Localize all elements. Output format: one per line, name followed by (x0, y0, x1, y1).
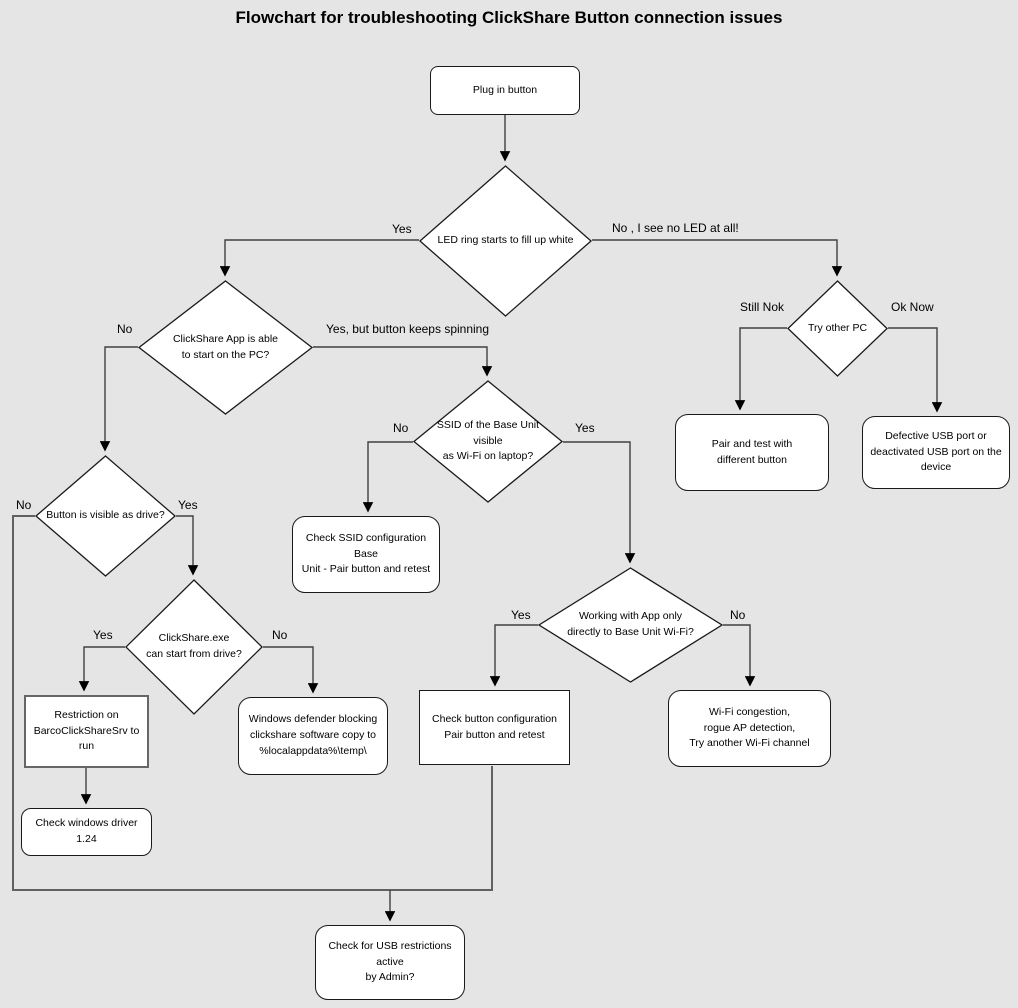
connector-ssid-ssidcfg (362, 441, 413, 513)
process-wifi-congestion-label: Wi-Fi congestion, rogue AP detection, Tr… (689, 705, 810, 750)
edge-label-app-yes-spinning: Yes, but button keeps spinning (326, 322, 490, 336)
edge-label-apponly-yes: Yes (511, 608, 531, 622)
edge-label-apponly-no: No (730, 608, 746, 622)
decision-clickshare-exe-starts: ClickShare.exe can start from drive? (125, 579, 263, 715)
diamond-shape (419, 165, 592, 317)
process-restriction-label: Restriction on BarcoClickShareSrv to run (33, 708, 140, 753)
process-defender-label: Windows defender blocking clickshare sof… (248, 713, 378, 757)
diamond-shape (137, 280, 314, 415)
decision-working-with-app-only: Working with App only directly to Base U… (537, 567, 724, 683)
process-pair-and-test-label: Pair and test with different button (711, 437, 793, 466)
process-check-button-config-label: Check button configuration Pair button a… (432, 712, 557, 741)
edge-label-led-yes: Yes (392, 222, 412, 236)
connector-trypc-pair (734, 327, 787, 411)
edge-label-led-no: No , I see no LED at all! (612, 221, 739, 235)
process-defective-usb-port: Defective USB port or deactivated USB po… (862, 416, 1010, 489)
process-defective-usb-label: Defective USB port or deactivated USB po… (870, 429, 1002, 474)
edge-label-visible-no: No (16, 498, 32, 512)
decision-clickshare-app-starts: ClickShare App is able to start on the P… (137, 280, 314, 415)
edge-label-ssid-yes: Yes (575, 421, 595, 435)
diamond-shape (412, 380, 564, 503)
connector-exe-restrict (78, 646, 125, 692)
decision-led-ring-label: LED ring starts to fill up white (437, 234, 574, 247)
process-check-usb-restrictions: Check for USB restrictions active by Adm… (315, 925, 465, 1000)
process-pair-and-test: Pair and test with different button (675, 414, 829, 491)
edge-label-ok-now: Ok Now (891, 300, 934, 314)
process-check-ssid-config: Check SSID configuration Base Unit - Pai… (292, 516, 440, 593)
process-check-windows-driver: Check windows driver 1.24 (21, 808, 152, 856)
decision-try-other-pc-label: Try other PC (807, 321, 868, 334)
edge-label-still-nok: Still Nok (740, 300, 785, 314)
diamond-shape (537, 567, 724, 683)
edge-label-exe-no: No (272, 628, 288, 642)
connector-ssid-apponly (563, 441, 636, 564)
connector-app-visible (99, 346, 138, 452)
edge-label-visible-yes: Yes (178, 498, 198, 512)
diamond-shape (35, 455, 176, 577)
connector-exe-defender (263, 646, 319, 694)
connector-app-ssid (313, 346, 493, 377)
decision-ssid-visible: SSID of the Base Unit visible as Wi-Fi o… (412, 380, 564, 503)
process-check-ssid-label: Check SSID configuration Base Unit - Pai… (301, 531, 431, 576)
edge-label-app-no: No (117, 322, 133, 336)
start-node-label: Plug in button (472, 83, 538, 96)
connector-led-trypc (592, 239, 843, 277)
connector-visible-exe (176, 515, 199, 576)
start-node-plug-in-button: Plug in button (430, 66, 580, 115)
process-restriction-barcoclicksharesrv: Restriction on BarcoClickShareSrv to run (24, 695, 149, 768)
decision-button-visible-as-drive: Button is visible as drive? (35, 455, 176, 577)
edge-label-ssid-no: No (393, 421, 409, 435)
process-check-driver-label: Check windows driver 1.24 (35, 817, 138, 845)
connector-trypc-defective (888, 327, 943, 413)
process-check-button-config: Check button configuration Pair button a… (419, 690, 570, 765)
connector-apponly-wifi (723, 624, 756, 687)
page-title: Flowchart for troubleshooting ClickShare… (235, 8, 783, 27)
connector-led-app (219, 239, 419, 277)
decision-ssid-visible-label: SSID of the Base Unit visible as Wi-Fi o… (436, 418, 540, 463)
decision-try-other-pc: Try other PC (787, 280, 888, 377)
process-wifi-congestion: Wi-Fi congestion, rogue AP detection, Tr… (668, 690, 831, 767)
decision-clickshare-exe-label: ClickShare.exe can start from drive? (146, 632, 242, 660)
connector-apponly-btncfg (489, 624, 538, 687)
diamond-shape (787, 280, 888, 377)
decision-working-app-only-label: Working with App only directly to Base U… (567, 610, 694, 638)
decision-clickshare-app-label: ClickShare App is able to start on the P… (172, 332, 279, 361)
process-windows-defender-blocking: Windows defender blocking clickshare sof… (238, 697, 388, 775)
diamond-shape (125, 579, 263, 715)
edge-label-exe-yes: Yes (93, 628, 113, 642)
decision-led-ring: LED ring starts to fill up white (419, 165, 592, 317)
decision-button-visible-label: Button is visible as drive? (46, 509, 165, 522)
process-check-usb-label: Check for USB restrictions active by Adm… (328, 939, 452, 984)
